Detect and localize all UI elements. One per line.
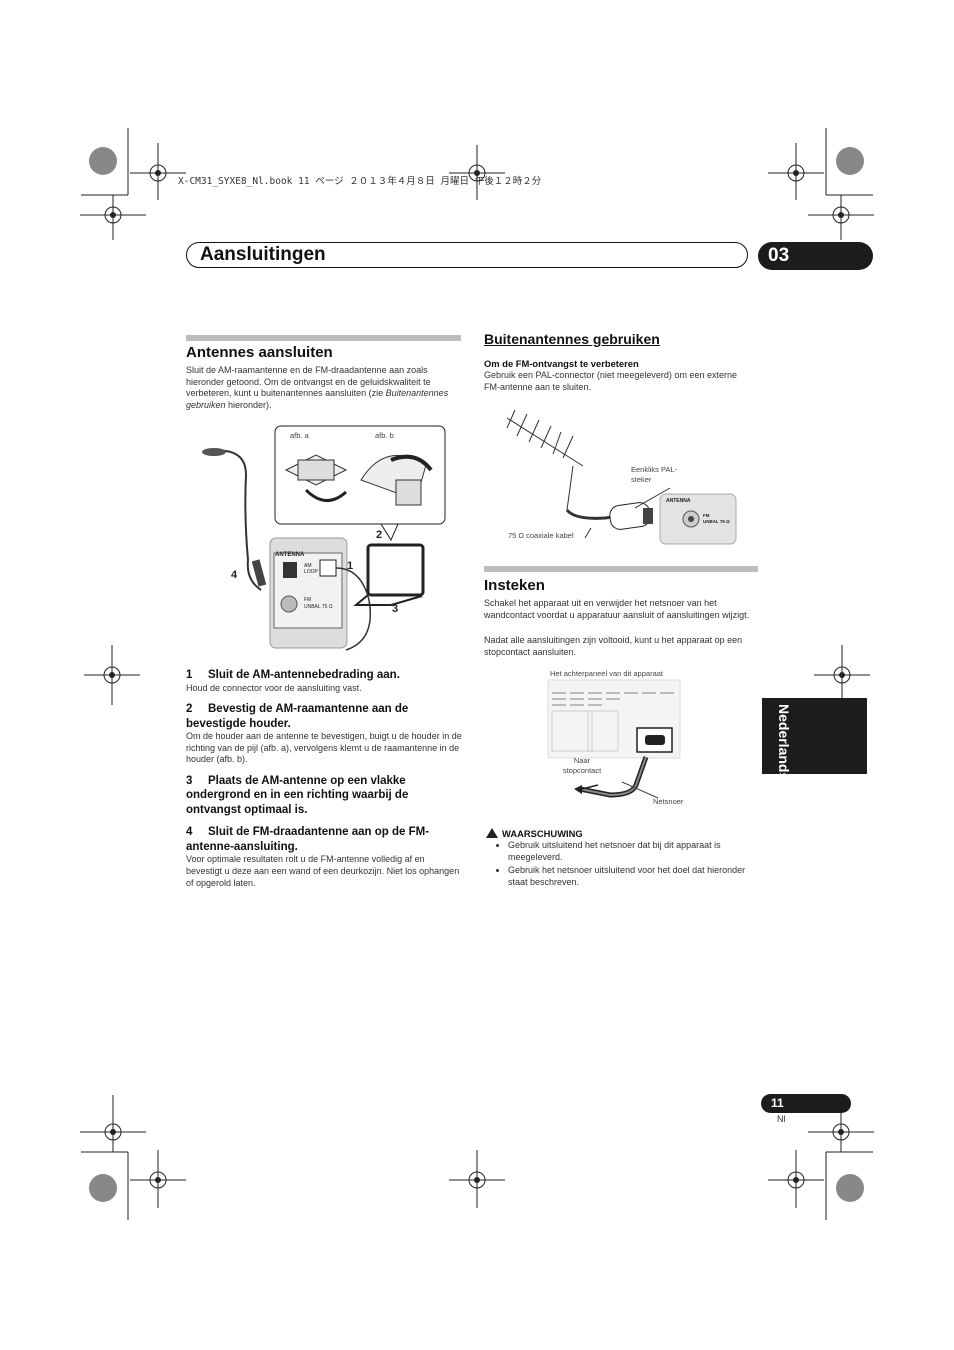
warning-item: Gebruik het netsnoer uitsluitend voor he… [508, 865, 758, 888]
step-text: Houd de connector voor de aansluiting va… [186, 682, 362, 693]
unbal-label: UNBAL 75 Ω [304, 604, 333, 610]
diagram-step-3: 3 [392, 603, 399, 615]
step-title-text: Bevestig de AM-raamantenne aan de bevest… [186, 703, 409, 730]
am-fm-antenna-diagram [202, 425, 446, 651]
section-divider [186, 335, 461, 341]
step-text: Om de houder aan de antenne te bevestige… [186, 731, 462, 765]
section-heading-antennes: Antennes aansluiten [186, 344, 333, 361]
fm-text: Gebruik een PAL-connector (niet meegelev… [484, 370, 737, 392]
fm-subheading: Om de FM-ontvangst te verbeteren [484, 358, 639, 369]
afb-a-label: afb. a [290, 431, 309, 440]
print-header-line: X-CM31_SYXE8_Nl.book 11 ページ ２０１３年４月８日 月曜… [178, 176, 542, 187]
am-loop-label: AM LOOP [304, 563, 318, 575]
intro-text-1: Sluit de AM-raamantenne en de FM-draadan… [186, 365, 431, 399]
section-divider [484, 566, 758, 572]
rear-panel-label: Het achterpaneel van dit apparaat [550, 669, 663, 678]
step-number: 3 [186, 774, 193, 787]
intro-italic: Buitenantennes gebruiken [186, 388, 449, 410]
to-outlet-label: Naar stopcontact [562, 756, 602, 775]
warning-list: Gebruik uitsluitend het netsnoer dat bij… [490, 840, 758, 890]
panel-antenna-label: ANTENNA [275, 552, 305, 558]
page-number: 11 [761, 1094, 851, 1113]
coax-cable-label: 75 Ω coaxiale kabel [508, 531, 574, 540]
step-item: 1 Sluit de AM-antennebedrading aan. Houd … [186, 668, 462, 694]
heading-buitenantennes: Buitenantennes gebruiken [484, 331, 660, 347]
chapter-badge: 03 [758, 242, 873, 270]
warning-heading: WAARSCHUWING [486, 824, 583, 842]
diagram-step-2: 2 [376, 529, 383, 541]
section-heading-insteken: Insteken [484, 577, 545, 594]
outdoor-antenna-diagram [506, 409, 737, 545]
pal-connector-label: Eenkliks PAL-steker [631, 465, 678, 484]
step-number: 4 [186, 826, 193, 839]
step-text: Voor optimale resultaten rolt u de FM-an… [186, 854, 460, 888]
title-bar [186, 242, 748, 268]
language-side-tab [762, 698, 867, 774]
step-title-text: Sluit de FM-draadantenne aan op de FM-an… [186, 826, 430, 853]
heading-text: Antennes aansluiten [186, 344, 333, 361]
warning-icon [486, 828, 498, 838]
warning-title: WAARSCHUWING [502, 828, 583, 839]
step-number: 1 [186, 669, 193, 681]
side-tab-label: Nederlands [776, 704, 792, 781]
plug-paragraph-1: Schakel het apparaat uit en verwijder he… [484, 598, 750, 620]
intro-paragraph: Sluit de AM-raamantenne en de FM-draadan… [186, 365, 462, 411]
step-title: 1 Sluit de AM-antennebedrading aan. [186, 668, 462, 683]
steps-list: 1 Sluit de AM-antennebedrading aan. Houd … [186, 668, 462, 889]
power-cord-label: Netsnoer [653, 797, 684, 806]
plug-paragraph-2: Nadat alle aansluitingen zijn voltooid, … [484, 635, 743, 657]
afb-b-label: afb. b [375, 431, 394, 440]
warning-item: Gebruik uitsluitend het netsnoer dat bij… [508, 840, 758, 863]
diagram-step-4: 4 [231, 569, 238, 581]
fm-panel-unbal-label: UNBAL 75 Ω [703, 519, 730, 524]
side-tab-text-container: Nederlands [770, 702, 796, 780]
power-cord-diagram [547, 679, 681, 799]
step-title-text: Sluit de AM-antennebedrading aan. [208, 669, 400, 681]
fm-label: FM [304, 597, 312, 603]
step-title-text: Plaats de AM-antenne op een vlakke onder… [186, 774, 409, 816]
step-number: 2 [186, 703, 193, 716]
page-language: Nl [777, 1114, 786, 1124]
page-title: Aansluitingen [200, 244, 326, 265]
heading-text: Insteken [484, 577, 545, 594]
fm-panel-antenna-label: ANTENNA [666, 498, 691, 504]
diagram-step-1: 1 [347, 560, 354, 572]
fm-panel-fm-label: FM [703, 513, 710, 518]
intro-text-2: hieronder). [225, 399, 272, 410]
